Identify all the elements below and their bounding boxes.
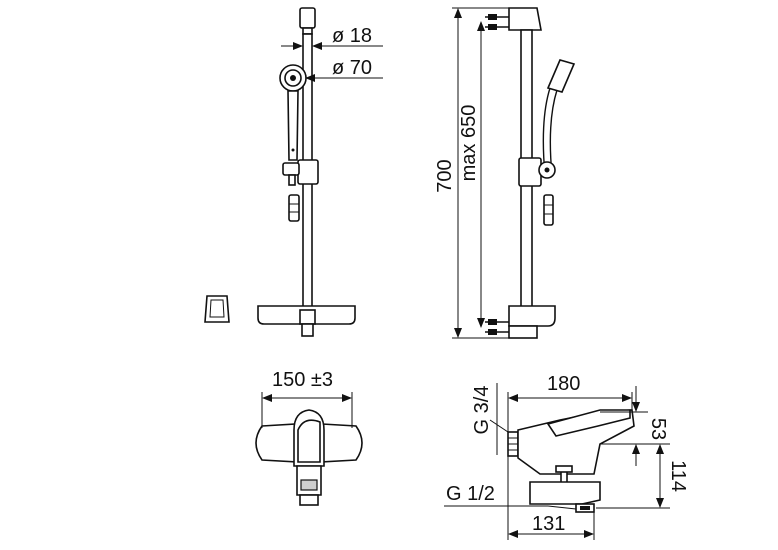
spout-length-dimension: 131 [507,456,595,540]
body-length-label: 180 [547,373,580,395]
mixer-side-view [507,409,635,513]
outlet-thread-dimension: G 1/2 [444,483,577,510]
mixer-front-view [255,409,363,506]
handshower-diameter-dimension: ø 70 [305,57,383,82]
shower-rail-side-view [485,7,576,339]
height-114-dimension: 114 [596,443,689,509]
height-53-label: 53 [647,418,669,440]
height-53-dimension: 53 [600,386,669,466]
max-height-label: max 650 [458,105,480,182]
spout-length-label: 131 [532,513,565,535]
total-height-label: 700 [434,159,456,192]
inlet-thread-label: G 3/4 [471,386,493,435]
centre-distance-label: 150 ±3 [272,369,333,391]
inlet-thread-dimension: G 3/4 [471,383,509,455]
height-114-label: 114 [667,460,689,492]
centre-distance-dimension: 150 ±3 [261,369,353,428]
rail-diameter-dimension: ø 18 [281,25,383,50]
handshower-diameter-label: ø 70 [332,57,372,79]
rail-diameter-label: ø 18 [332,25,372,47]
outlet-thread-label: G 1/2 [446,483,495,505]
max-height-dimension: max 650 [458,21,485,328]
total-height-dimension: 700 [434,7,509,339]
shower-rail-front-view [204,7,356,337]
